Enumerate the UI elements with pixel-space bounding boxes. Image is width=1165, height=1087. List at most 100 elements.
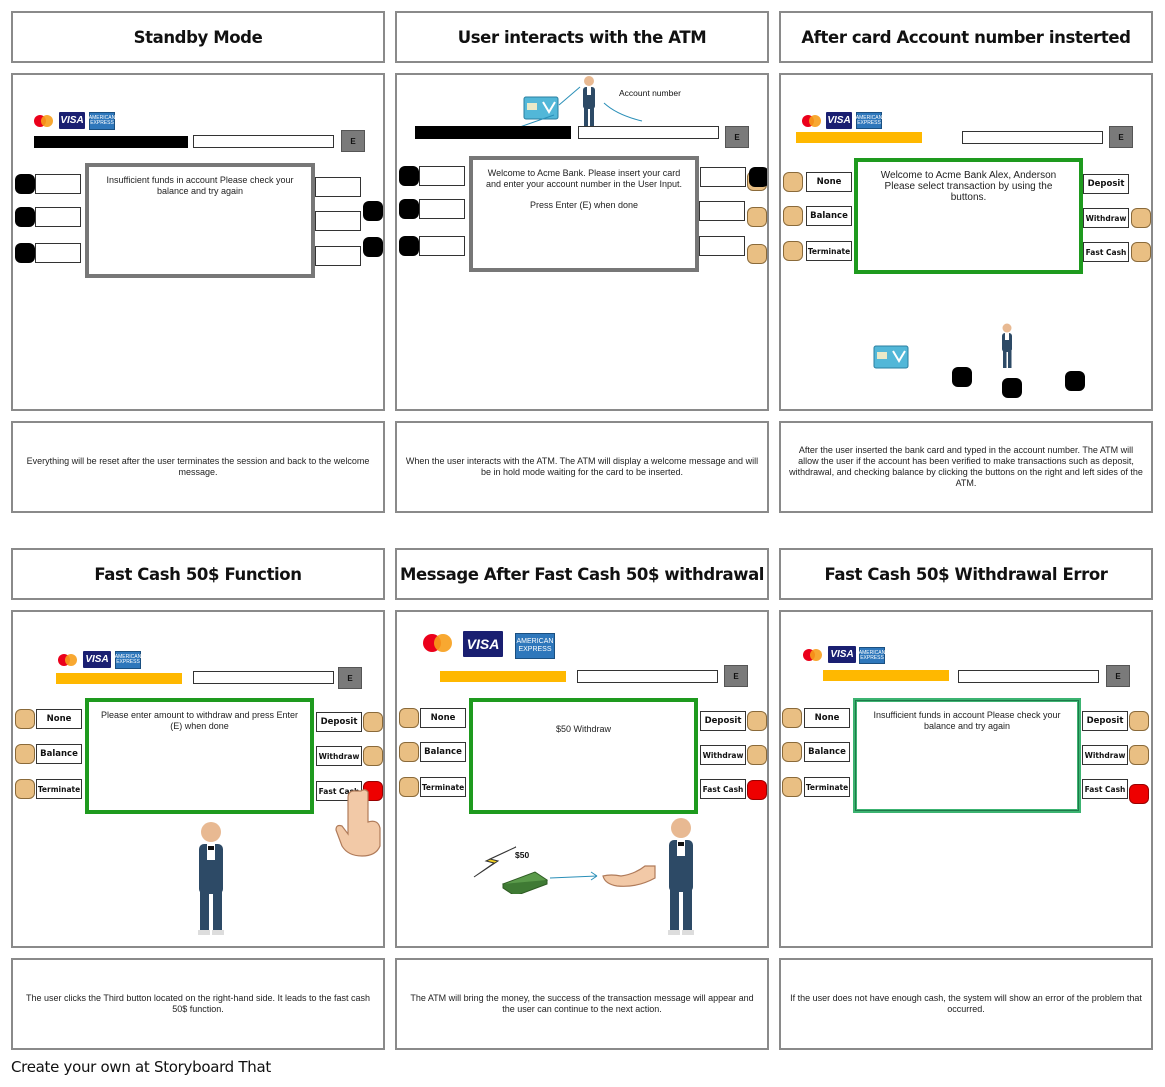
panel-1-title: Standby Mode <box>11 11 385 63</box>
mastercard-logo <box>423 634 452 652</box>
terminate-button[interactable] <box>15 779 35 799</box>
deposit-label: Deposit <box>1082 711 1128 731</box>
description-text: If the user does not have enough cash, t… <box>790 993 1142 1014</box>
withdraw-button[interactable] <box>747 745 767 765</box>
withdraw-button[interactable] <box>1129 745 1149 765</box>
deposit-button[interactable] <box>1129 711 1149 731</box>
deposit-button[interactable] <box>747 711 767 731</box>
businessman-figure <box>583 76 595 126</box>
open-hand-icon <box>602 865 656 887</box>
terminate-button[interactable] <box>782 777 802 797</box>
black-button-c[interactable] <box>1065 371 1085 391</box>
amex-logo: AMERICAN EXPRESS <box>515 633 555 659</box>
fast-cash-label: Fast Cash <box>1082 779 1128 799</box>
businessman-figure <box>198 822 224 935</box>
left-button-3[interactable] <box>399 236 419 256</box>
left-label-2 <box>419 199 465 219</box>
right-button-2[interactable] <box>747 207 767 227</box>
withdraw-label: Withdraw <box>316 746 362 766</box>
enter-button[interactable]: E <box>1109 126 1133 148</box>
right-button-2[interactable] <box>363 201 383 221</box>
panel-1-standby: VISA AMERICAN EXPRESS E Insufficient fun… <box>11 73 385 411</box>
panel-2-interact: Account number E Welcome to Acme Bank. P… <box>395 73 769 411</box>
user-input-field[interactable] <box>193 135 334 148</box>
panel-3-after-card: VISA AMERICAN EXPRESS E Welcome to Acme … <box>779 73 1153 411</box>
withdraw-button[interactable] <box>1131 208 1151 228</box>
user-input-field[interactable] <box>193 671 334 684</box>
progress-bar-yellow <box>440 671 566 682</box>
enter-button[interactable]: E <box>724 665 748 687</box>
right-label-3 <box>699 236 745 256</box>
enter-button[interactable]: E <box>341 130 365 152</box>
fast-cash-button-pressed[interactable] <box>1129 784 1149 804</box>
right-button-1-overlay[interactable] <box>749 167 767 187</box>
none-button[interactable] <box>783 172 803 192</box>
amex-logo: AMERICAN EXPRESS <box>859 647 885 664</box>
account-number-label: Account number <box>619 88 681 98</box>
screen-text: $50 Withdraw <box>555 724 612 734</box>
panel-6-description: If the user does not have enough cash, t… <box>779 958 1153 1050</box>
panel-4-description: The user clicks the Third button located… <box>11 958 385 1050</box>
black-button-a[interactable] <box>952 367 972 387</box>
title-text: Message After Fast Cash 50$ withdrawal <box>399 564 765 584</box>
bank-card-icon <box>523 96 559 120</box>
fast-cash-button-pressed[interactable] <box>747 780 767 800</box>
fast-cash-button[interactable] <box>1131 242 1151 262</box>
title-text: Fast Cash 50$ Function <box>94 564 302 584</box>
terminate-label: Terminate <box>36 779 82 799</box>
visa-logo: VISA <box>463 631 503 657</box>
withdraw-button[interactable] <box>363 746 383 766</box>
black-button-b[interactable] <box>1002 378 1022 398</box>
deposit-label: Deposit <box>1083 174 1129 194</box>
footer-credit[interactable]: Create your own at Storyboard That <box>11 1058 271 1076</box>
progress-bar-yellow <box>56 673 182 684</box>
description-text: When the user interacts with the ATM. Th… <box>405 456 759 477</box>
deposit-button[interactable] <box>363 712 383 732</box>
cash-stack-icon <box>501 871 549 894</box>
panel-5-description: The ATM will bring the money, the succes… <box>395 958 769 1050</box>
enter-button[interactable]: E <box>338 667 362 689</box>
right-button-3[interactable] <box>747 244 767 264</box>
left-button-2[interactable] <box>15 207 35 227</box>
businessman-figure <box>668 818 694 935</box>
panel-6-withdrawal-error: VISA AMERICAN EXPRESS E Insufficient fun… <box>779 610 1153 948</box>
panel-1-description: Everything will be reset after the user … <box>11 421 385 513</box>
none-label: None <box>36 709 82 729</box>
screen-text: Insufficient funds in account Please che… <box>106 175 294 196</box>
money-amount-label: $50 <box>515 850 530 860</box>
right-button-3[interactable] <box>363 237 383 257</box>
left-button-3[interactable] <box>15 243 35 263</box>
user-input-field[interactable] <box>578 126 719 139</box>
description-text: Everything will be reset after the user … <box>26 456 370 477</box>
description-text: The user clicks the Third button located… <box>25 993 371 1014</box>
mastercard-logo <box>34 115 53 127</box>
balance-button[interactable] <box>783 206 803 226</box>
terminate-button[interactable] <box>399 777 419 797</box>
progress-bar-yellow <box>796 132 922 143</box>
balance-button[interactable] <box>399 742 419 762</box>
terminate-button[interactable] <box>783 241 803 261</box>
user-input-field[interactable] <box>958 670 1099 683</box>
enter-button[interactable]: E <box>725 126 749 148</box>
none-button[interactable] <box>782 708 802 728</box>
fast-cash-label: Fast Cash <box>1083 242 1129 262</box>
left-button-2[interactable] <box>399 199 419 219</box>
none-button[interactable] <box>15 709 35 729</box>
left-label-1 <box>35 174 81 194</box>
user-input-field[interactable] <box>962 131 1103 144</box>
panel-3-description: After the user inserted the bank card an… <box>779 421 1153 513</box>
terminate-label: Terminate <box>804 777 850 797</box>
left-button-1[interactable] <box>399 166 419 186</box>
progress-bar-black <box>34 136 188 148</box>
left-label-1 <box>419 166 465 186</box>
balance-button[interactable] <box>782 742 802 762</box>
balance-label: Balance <box>806 206 852 226</box>
atm-screen: Insufficient funds in account Please che… <box>853 698 1081 813</box>
title-text: Standby Mode <box>133 27 263 47</box>
enter-button[interactable]: E <box>1106 665 1130 687</box>
user-input-field[interactable] <box>577 670 718 683</box>
none-button[interactable] <box>399 708 419 728</box>
screen-text: Insufficient funds in account Please che… <box>873 710 1061 731</box>
left-button-1[interactable] <box>15 174 35 194</box>
balance-button[interactable] <box>15 744 35 764</box>
